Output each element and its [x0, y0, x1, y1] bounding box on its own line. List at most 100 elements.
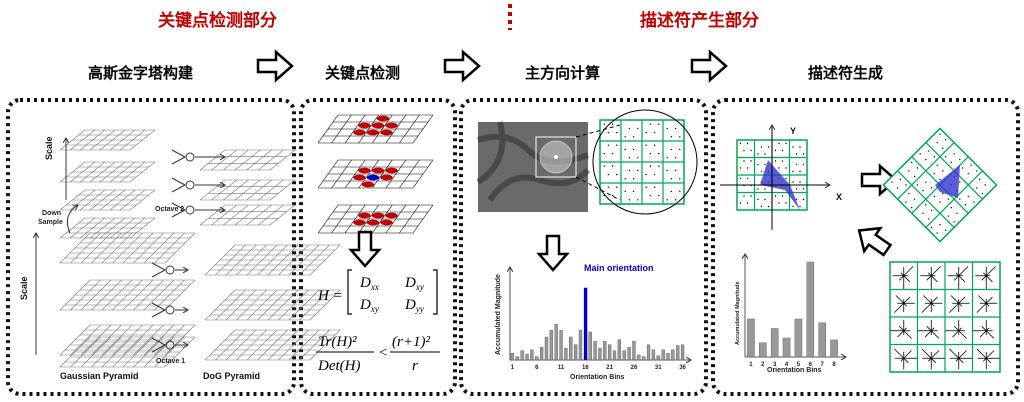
- hist-bar: [671, 349, 675, 361]
- hist-bar: [578, 330, 583, 361]
- grid-layer: [204, 289, 341, 321]
- gradient-arrow: [930, 296, 938, 304]
- gradient-arrow: [903, 275, 911, 283]
- orientation-ylabel: Accumulated Magnitude: [495, 274, 502, 355]
- hist-bar: [676, 345, 680, 361]
- gradient-arrow: [924, 330, 932, 338]
- flow-arrow-icon: [443, 49, 481, 83]
- hist-bar: [510, 353, 515, 361]
- gradient-arrow: [895, 295, 905, 304]
- gradient-arrow: [923, 295, 932, 304]
- hist-bar: [569, 336, 573, 361]
- gradient-arrow: [985, 296, 993, 304]
- pixel-marker: [371, 122, 385, 129]
- hist-bar: [642, 356, 646, 361]
- step-gaussian-pyramid: 高斯金字塔构建: [88, 64, 194, 82]
- octave1-label: Octave 1: [156, 358, 185, 365]
- gradient-arrow: [953, 325, 960, 332]
- pixel-marker: [380, 219, 393, 226]
- gradient-arrow: [958, 327, 962, 332]
- grid-layer: [199, 204, 296, 226]
- hist-tick-label: 26: [631, 365, 638, 371]
- gradient-arrow: [930, 327, 935, 332]
- gradient-arrow: [958, 302, 962, 307]
- gradient-arrow: [903, 330, 912, 339]
- hist-bar: [627, 347, 631, 361]
- gradient-arrow: [976, 302, 987, 313]
- downsample-arrow: [66, 205, 78, 234]
- step-orientation: 主方向计算: [525, 64, 600, 82]
- gradient-arrow: [921, 302, 932, 313]
- gradient-arrow: [985, 357, 992, 364]
- grid-layer: [199, 179, 296, 201]
- subtract-icon: [185, 205, 195, 215]
- gradient-arrow: [930, 330, 940, 339]
- grid-layer: [317, 204, 434, 234]
- hist-tick-label: 3: [773, 362, 777, 368]
- panel-descriptor: [711, 98, 1020, 396]
- hist-bar: [607, 344, 612, 361]
- hist-bar: [539, 347, 544, 361]
- pixel-marker: [366, 129, 380, 136]
- gradient-arrow: [949, 302, 960, 313]
- gradient-arrow: [921, 348, 932, 359]
- hist-bar: [515, 356, 519, 361]
- down-label: Down: [42, 210, 61, 217]
- hist-bar: [612, 350, 617, 361]
- gradient-arrow: [898, 275, 905, 281]
- pixel-marker: [380, 174, 393, 181]
- gradient-arrow: [950, 295, 960, 304]
- pixel-marker: [366, 219, 380, 226]
- pixel-marker: [358, 167, 371, 174]
- main-orientation-bar: [583, 287, 588, 360]
- panel-keypoint: [299, 98, 457, 396]
- gradient-arrow: [903, 327, 907, 332]
- descriptor-ylabel: Accumulated Magnitude: [735, 281, 741, 345]
- hist-bar: [544, 336, 549, 361]
- hist-bar: [637, 354, 641, 361]
- gradient-arrow: [958, 296, 966, 304]
- hist-bar: [818, 322, 826, 358]
- sample-label: Sample: [38, 219, 63, 226]
- gradient-arrow: [985, 327, 990, 332]
- hist-tick-label: 7: [821, 362, 825, 368]
- hist-bar: [632, 341, 636, 361]
- gradient-arrow: [928, 272, 932, 277]
- gradient-arrow: [953, 275, 960, 281]
- pixel-marker: [353, 219, 366, 226]
- gradient-arrow: [930, 266, 941, 277]
- main-orientation-label: Main orientation: [584, 263, 654, 273]
- grid-layer: [59, 129, 156, 151]
- hist-bar: [564, 347, 568, 361]
- dxx: Dxx: [359, 275, 379, 292]
- gaussian-pyramid-label: Gaussian Pyramid: [60, 371, 139, 381]
- hessian-formula: H = Dxx Dxy Dxy Dyy Tr(H)² Det(H) < (r+1…: [316, 269, 440, 374]
- header-keypoint-detection: 关键点检测部分: [158, 10, 277, 31]
- grid-layer: [59, 279, 196, 311]
- hist-tick-label: 8: [832, 362, 836, 368]
- pixel-marker: [366, 174, 380, 181]
- dog-pyramid-label: DoG Pyramid: [203, 371, 260, 381]
- gradient-arrow: [981, 325, 987, 332]
- hist-tick-label: 21: [606, 365, 613, 371]
- descriptor-grid: [889, 261, 1001, 373]
- hist-tick-label: 2: [761, 362, 765, 368]
- gradient-arrow: [958, 357, 964, 364]
- step-keypoint-detection: 关键点检测: [325, 64, 400, 82]
- gradient-arrow: [894, 348, 905, 359]
- gradient-arrow: [985, 266, 996, 277]
- gradient-arrow: [898, 325, 905, 332]
- hist-bar: [573, 344, 578, 361]
- gradient-arrow: [930, 350, 940, 359]
- hist-bar: [525, 353, 529, 361]
- hist-bar: [588, 331, 592, 361]
- gradient-arrow: [958, 275, 966, 283]
- gradient-arrow: [897, 330, 905, 338]
- panel-pyramid: [6, 98, 296, 396]
- pixel-marker: [353, 129, 366, 136]
- hist-bar: [666, 353, 670, 361]
- hist-tick-label: 4: [785, 362, 789, 368]
- gradient-arrow: [985, 350, 995, 359]
